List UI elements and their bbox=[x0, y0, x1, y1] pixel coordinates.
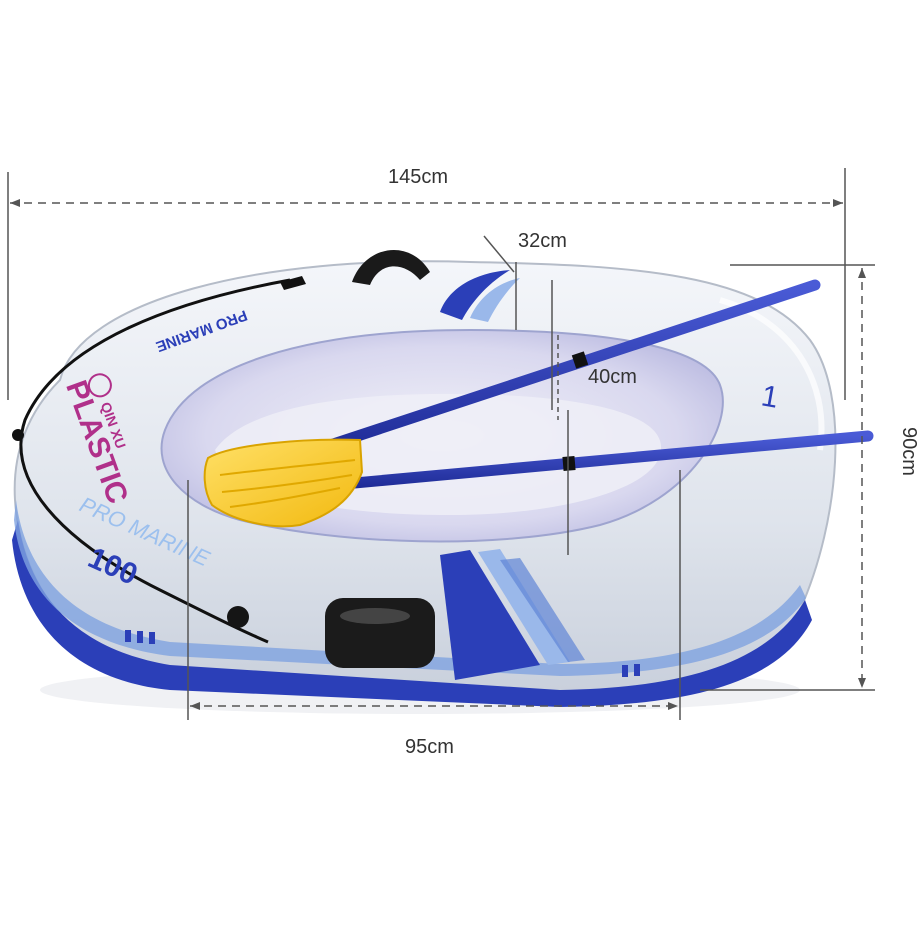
bow-blue-flash bbox=[440, 270, 510, 320]
inner-length-label: 95cm bbox=[405, 736, 454, 758]
bow-handle bbox=[352, 249, 430, 285]
depth-label: 40cm bbox=[588, 366, 637, 388]
side-rope bbox=[19, 278, 291, 644]
side-number-text: 1 bbox=[759, 379, 781, 414]
dimension-arrows bbox=[10, 199, 866, 710]
paddle-upper bbox=[294, 279, 821, 461]
side-mid-swoosh bbox=[500, 558, 585, 662]
paddle-blade-ribs bbox=[219, 459, 356, 508]
dimension-lines bbox=[7, 168, 875, 720]
rope-fastener-top bbox=[280, 276, 306, 290]
rope-clip bbox=[12, 429, 24, 441]
side-blue-swoosh bbox=[440, 550, 540, 680]
hull-dash-marks bbox=[125, 630, 640, 677]
side-light-swoosh bbox=[478, 549, 570, 665]
seat-gap-label: 32cm bbox=[518, 230, 567, 252]
length-label: 145cm bbox=[388, 166, 449, 188]
bow-light-flash bbox=[470, 278, 520, 322]
valve bbox=[227, 606, 249, 628]
width-label: 90cm bbox=[897, 427, 920, 476]
pump-pad-highlight bbox=[340, 608, 410, 624]
paddle-lower bbox=[294, 430, 874, 494]
